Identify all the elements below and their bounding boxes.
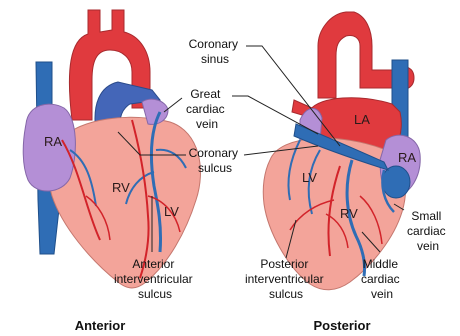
label-rv-anterior: RV — [112, 180, 130, 195]
label-ra-posterior: RA — [398, 150, 416, 165]
leader-great-cardiac-vein-anterior — [164, 98, 182, 112]
label-rv-posterior: RV — [340, 206, 358, 221]
label-la-posterior: LA — [354, 112, 370, 127]
callout-middle-cardiac-vein: Middle cardiac vein — [361, 257, 403, 301]
posterior-heart: LA RA LV RV — [263, 12, 420, 290]
view-title-anterior: Anterior — [75, 318, 126, 333]
ivc-posterior — [382, 166, 410, 198]
label-lv-anterior: LV — [164, 204, 179, 219]
view-title-posterior: Posterior — [313, 318, 370, 333]
callout-great-cardiac-vein: Great cardiac vein — [186, 87, 228, 131]
label-lv-posterior: LV — [302, 170, 317, 185]
label-ra-anterior: RA — [44, 134, 62, 149]
anterior-heart: RA RV LV — [23, 10, 200, 288]
callout-coronary-sinus: Coronary sinus — [189, 37, 242, 66]
callout-small-cardiac-vein: Small cardiac vein — [407, 209, 449, 253]
